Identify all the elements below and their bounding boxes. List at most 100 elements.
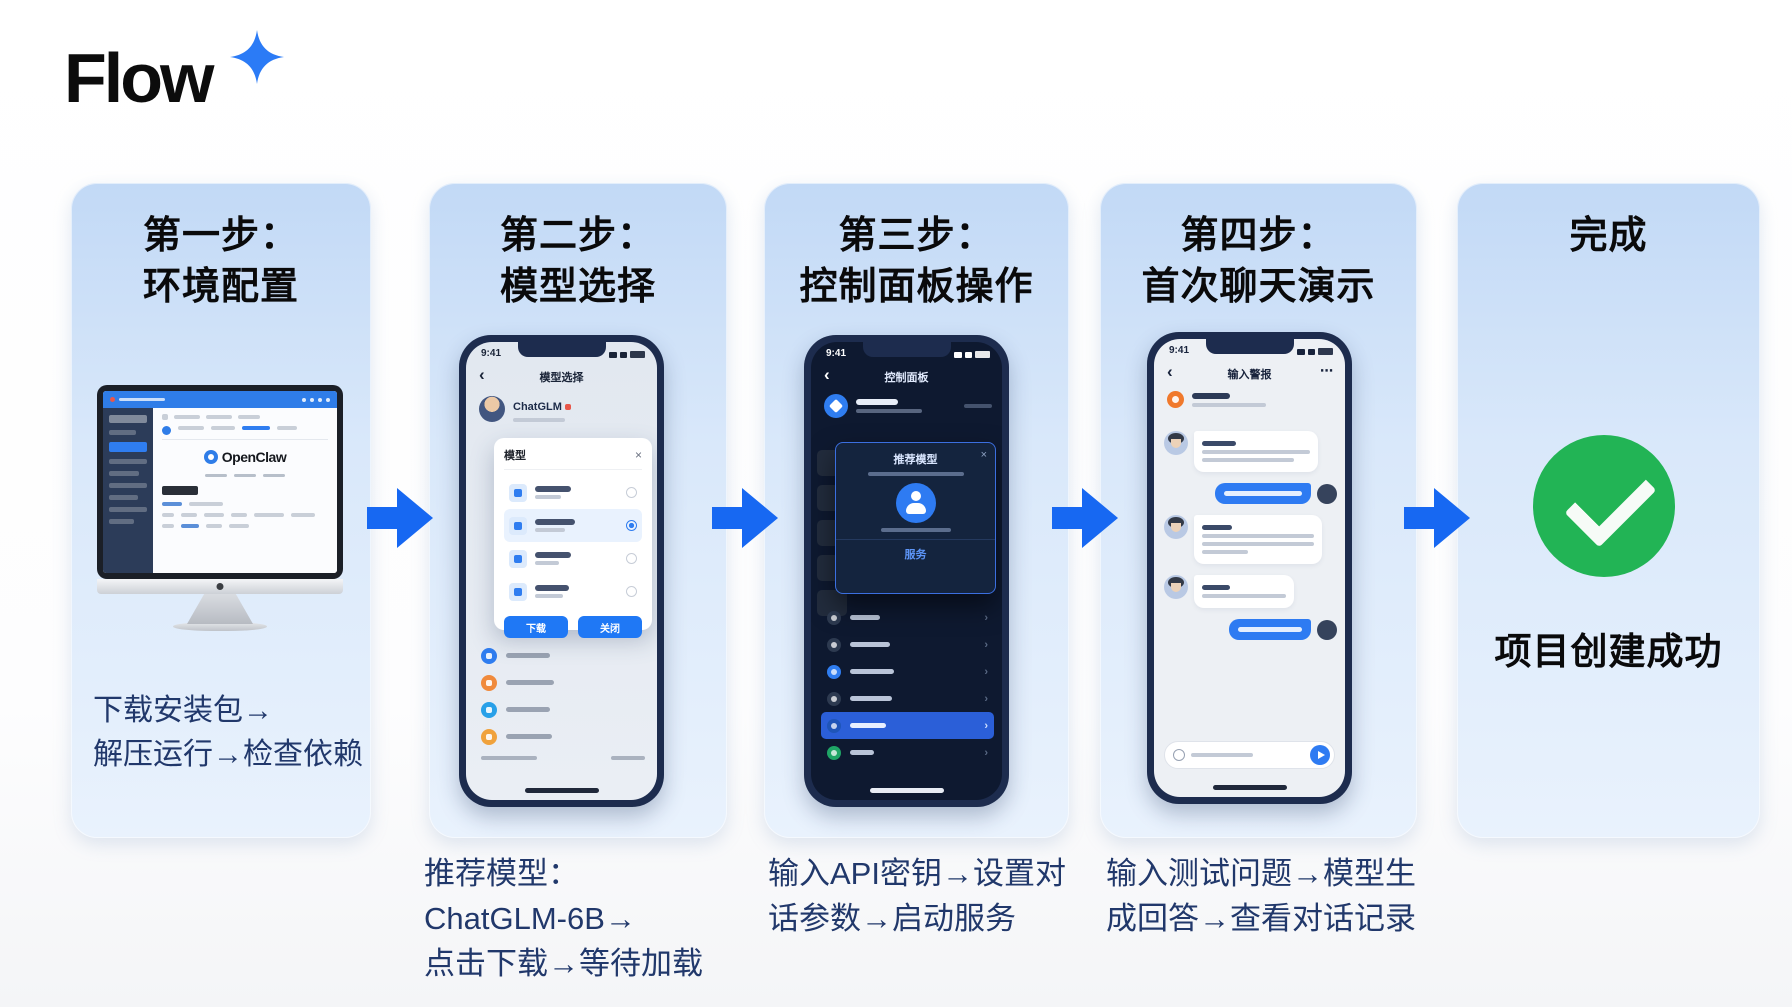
logo: Flow (64, 30, 284, 118)
phone-model-select: 9:41 ‹ 模型选择 ChatGLM 模型 × (459, 335, 664, 807)
phone-notch (862, 342, 951, 357)
radio-checked-icon (626, 520, 637, 531)
badge-icon (564, 403, 571, 410)
hero-links (162, 474, 328, 477)
radio-icon (626, 487, 637, 498)
tab-icon (162, 426, 171, 435)
settings-item: › (821, 685, 994, 712)
step-card-4: 第四步： 首次聊天演示 9:41 ‹ 输入警报 ⋯ (1100, 183, 1417, 838)
home-indicator (524, 788, 599, 793)
chevron-right-icon: › (984, 746, 988, 759)
model-name: ChatGLM (513, 400, 562, 413)
flow-arrow-3 (1052, 488, 1118, 548)
settings-icon (827, 664, 841, 679)
settings-item: › (821, 739, 994, 766)
chevron-right-icon: › (984, 665, 988, 678)
status-time: 9:41 (1169, 345, 1190, 356)
assistant-icon (895, 483, 936, 523)
settings-icon (827, 745, 841, 760)
list-item (481, 642, 647, 669)
openclaw-brand-text: OpenClaw (221, 449, 287, 465)
chevron-right-icon: › (984, 611, 988, 624)
model-icon (509, 549, 527, 568)
table-row (162, 524, 328, 528)
chat-message-right (1164, 619, 1337, 640)
settings-icon (827, 637, 841, 652)
notice-row (1167, 391, 1335, 408)
status-time: 9:41 (481, 348, 502, 359)
tab-row (162, 426, 328, 440)
done-title: 完成 (1457, 183, 1760, 262)
assistant-avatar-icon (824, 394, 848, 418)
table-row (162, 513, 328, 517)
user-avatar (1317, 620, 1337, 640)
avatar (1164, 575, 1188, 599)
nav-title: 模型选择 (539, 372, 584, 384)
chat-input (1164, 741, 1335, 769)
back-chevron-icon: ‹ (1167, 362, 1173, 381)
step-3-title: 第三步： 控制面板操作 (764, 183, 1069, 313)
close-button: 关闭 (578, 616, 642, 638)
phone-chat-demo: 9:41 ‹ 输入警报 ⋯ (1147, 332, 1352, 804)
home-indicator (1212, 785, 1287, 790)
chevron-right-icon: › (984, 719, 988, 732)
sparkle-icon (230, 30, 284, 84)
back-chevron-icon: ‹ (824, 365, 830, 384)
settings-icon (827, 610, 841, 625)
sidebar-active-item (109, 442, 147, 452)
background-list (481, 642, 647, 750)
model-option-row-selected (504, 509, 642, 542)
step-4-label: 第四步： (1180, 215, 1337, 257)
step-2-description: 推荐模型： ChatGLM-6B→ 点击下载→等待加载 (424, 856, 703, 981)
phone-notch (517, 342, 606, 357)
list-item (481, 696, 647, 723)
modal-title: 推荐模型 (893, 454, 938, 466)
list-icon (481, 701, 497, 718)
nav-title: 控制面板 (884, 372, 929, 384)
radio-icon (626, 586, 637, 597)
step-4-name: 首次聊天演示 (1141, 266, 1376, 308)
step-4-description: 输入测试问题→模型生 成回答→查看对话记录 (1106, 856, 1416, 936)
success-text: 项目创建成功 (1494, 631, 1723, 672)
step-1-title: 第一步： 环境配置 (71, 183, 371, 313)
flow-arrow-1 (367, 488, 433, 548)
step-3-description: 输入API密钥→设置对 话参数→启动服务 (768, 856, 1066, 936)
status-time: 9:41 (826, 348, 847, 359)
list-icon (481, 728, 497, 745)
settings-icon (827, 691, 841, 706)
step-2-label: 第二步： (499, 215, 656, 257)
chat-message-right (1164, 483, 1337, 504)
avatar (479, 396, 505, 422)
chat-message-left (1164, 575, 1337, 608)
table-button (162, 486, 198, 495)
step-1-name: 环境配置 (142, 266, 299, 308)
monitor-logo-dot (216, 583, 224, 590)
settings-item-selected: › (821, 712, 994, 739)
model-modal: 模型 × (494, 438, 652, 638)
active-tab (242, 426, 270, 430)
flow-arrow-2 (712, 488, 778, 548)
web-app-screenshot: OpenClaw (103, 391, 337, 573)
step-3-label: 第三步： (838, 215, 995, 257)
monitor-base (173, 622, 267, 631)
model-option-row (504, 476, 642, 509)
phone-control-panel: 9:41 ‹ 控制面板 (804, 335, 1009, 807)
status-icons (1297, 348, 1333, 355)
send-icon (1310, 745, 1330, 765)
phone-notch (1205, 339, 1294, 354)
home-indicator (869, 788, 944, 793)
back-chevron-icon: ‹ (479, 365, 485, 384)
list-item (481, 723, 647, 750)
close-icon: × (980, 449, 987, 461)
chat-thread (1164, 431, 1337, 651)
desktop-monitor: OpenClaw (97, 385, 343, 631)
web-content: OpenClaw (153, 408, 337, 573)
step-card-3: 第三步： 控制面板操作 9:41 ‹ 控制面板 (764, 183, 1069, 838)
chat-message-left (1164, 515, 1337, 564)
avatar (1164, 431, 1188, 455)
chat-bubble (1194, 431, 1318, 472)
list-icon (481, 647, 497, 664)
phone-screen: 9:41 ‹ 模型选择 ChatGLM 模型 × (466, 342, 657, 800)
chevron-right-icon: › (984, 638, 988, 651)
